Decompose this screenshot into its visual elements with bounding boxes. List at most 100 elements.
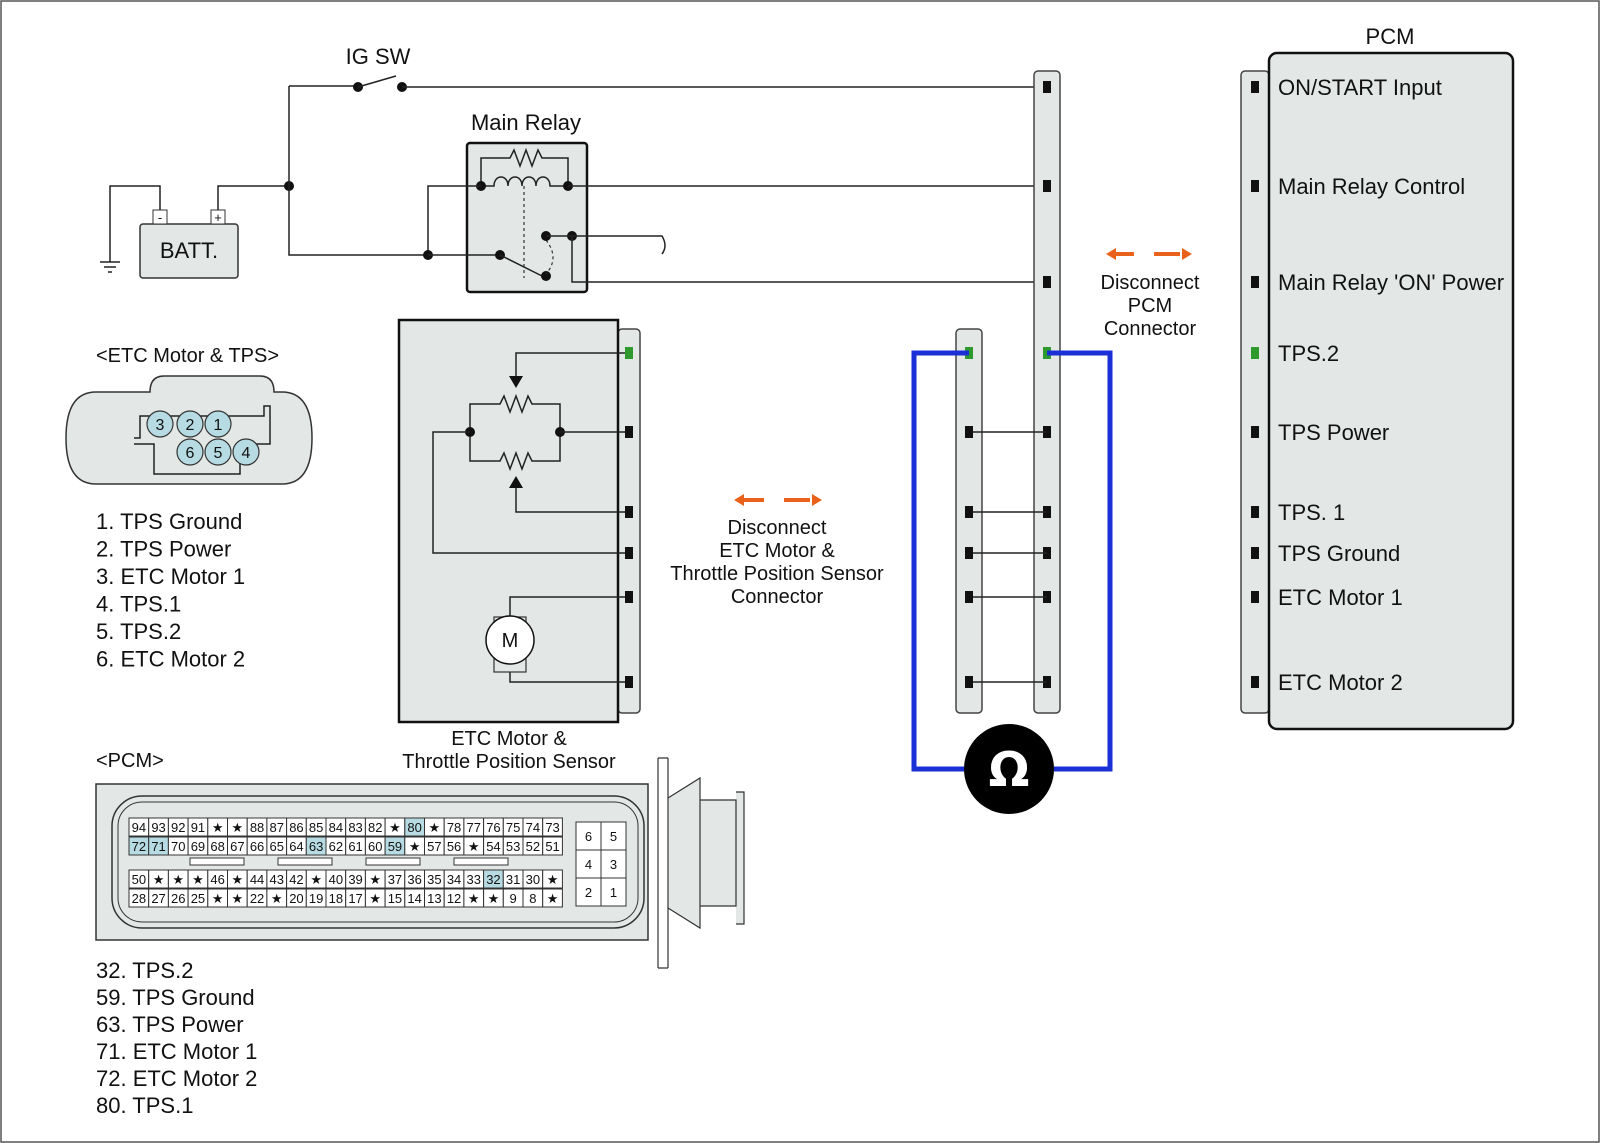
relay-coil-feed-wire <box>427 185 481 255</box>
ground-wire <box>109 185 161 262</box>
pcm-connector-pin <box>1251 506 1259 518</box>
pcm-connector-cell-label: 87 <box>270 820 284 835</box>
pcm-connector-cell-label: 65 <box>270 839 284 854</box>
relay-on-power-wire <box>571 236 1047 283</box>
pcm-pin-label: ETC Motor 2 <box>1278 670 1403 695</box>
pcm-small-block-label: 3 <box>610 857 617 872</box>
etc-harness-pin <box>965 591 973 603</box>
etc-unit-pin <box>625 547 633 559</box>
etc-connector-pin <box>176 438 204 466</box>
pcm-connector-cell-label: 40 <box>329 872 343 887</box>
etc-motor-tps-unit: M ETC Motor & Throttle Position Sensor <box>397 318 641 773</box>
pcm-small-block-label: 2 <box>585 885 592 900</box>
ig-switch-label: IG SW <box>346 44 411 69</box>
pcm-connector-cell <box>542 888 563 908</box>
pcm-connector-cell-label: ★ <box>547 872 559 887</box>
pcm-connector-side-profile <box>657 757 745 969</box>
pcm-connector-cell-label: 50 <box>132 872 146 887</box>
etc-motor1-wire <box>509 596 629 617</box>
disconnect-etc-annotation: Disconnect ETC Motor & Throttle Position… <box>670 494 884 608</box>
main-relay-label: Main Relay <box>471 110 581 135</box>
pcm-connector-legend-item: 63. TPS Power <box>96 1012 244 1037</box>
pcm-connector-cell-label: 62 <box>329 839 343 854</box>
pcm-connector-cell-label: 31 <box>506 872 520 887</box>
pcm-connector-cell-label: 13 <box>427 891 441 906</box>
pcm-pin-label: Main Relay Control <box>1278 174 1465 199</box>
pcm-connector-cell-label: 59 <box>388 839 402 854</box>
etc-harness-pin <box>965 426 973 438</box>
pcm-pin-label: TPS.2 <box>1278 341 1339 366</box>
pcm-connector-cell-label: 85 <box>309 820 323 835</box>
relay-output-wire <box>546 235 666 255</box>
relay-switch-blade <box>499 254 547 279</box>
pcm-pin-label: ON/START Input <box>1278 75 1442 100</box>
pcm-connector-cell-label: 93 <box>151 820 165 835</box>
main-relay: Main Relay <box>423 110 1047 294</box>
pcm-connector-cell-label: 22 <box>250 891 264 906</box>
disconnect-etc-line3: Throttle Position Sensor <box>670 563 884 585</box>
pcm-small-block-label: 4 <box>585 857 592 872</box>
pcm-connector-cell-label: 71 <box>151 839 165 854</box>
pcm-connector-cell-label: ★ <box>232 872 244 887</box>
pcm-connector-legend-item: 71. ETC Motor 1 <box>96 1039 257 1064</box>
pcm-connector-cell-label: 27 <box>151 891 165 906</box>
pcm-small-block-cell <box>600 849 627 879</box>
pcm-connector-cell-label: 64 <box>289 839 303 854</box>
pcm-connector-cell-label: 80 <box>407 820 421 835</box>
pcm-connector-cell-label: 44 <box>250 872 264 887</box>
pcm-connector-cell-label: 63 <box>309 839 323 854</box>
pcm-connector-cell-label: 56 <box>447 839 461 854</box>
pcm-connector-cell-label: 60 <box>368 839 382 854</box>
pcm-harness-strip <box>1033 70 1061 714</box>
pcm-connector-cell-label: 18 <box>329 891 343 906</box>
disconnect-etc-line2: ETC Motor & <box>719 540 835 562</box>
battery-circuit: BATT. - + IG SW <box>100 44 1047 279</box>
pcm-connector-inner-rim <box>117 801 639 923</box>
main-relay-box <box>465 141 589 294</box>
pcm-connector-cell-label: 17 <box>348 891 362 906</box>
relay-coil <box>481 176 568 187</box>
pcm-connector-cell-label: 37 <box>388 872 402 887</box>
etc-unit-connector-strip <box>617 328 641 714</box>
battery-negative-label: - <box>158 210 162 225</box>
etc-unit-pin <box>625 426 633 438</box>
orange-arrowhead-right <box>1182 248 1192 260</box>
etc-connector-key <box>134 405 271 475</box>
pcm-connector-cell-label: ★ <box>310 872 322 887</box>
pcm-connector-cell-label: 68 <box>210 839 224 854</box>
pcm-connector-cell-label: ★ <box>212 820 224 835</box>
etc-unit-title-line1: ETC Motor & <box>451 728 567 750</box>
etc-connector-legend-item: 6. ETC Motor 2 <box>96 647 245 672</box>
tps-resistor-upper <box>469 393 561 432</box>
pcm-connector-latch <box>453 857 509 866</box>
pcm-connector-cell-label: 20 <box>289 891 303 906</box>
pcm-connector-cell-label: ★ <box>369 872 381 887</box>
ig-switch-blade <box>357 75 397 88</box>
tps2-wiper-arrow <box>509 376 523 388</box>
etc-connector-legend-item: 4. TPS.1 <box>96 592 181 617</box>
pcm-connector-cell-label: 46 <box>210 872 224 887</box>
pcm-connector-legend-item: 32. TPS.2 <box>96 958 193 983</box>
etc-unit-pins <box>625 347 633 688</box>
etc-harness-pin <box>965 676 973 688</box>
pcm-connector-legend-item: 59. TPS Ground <box>96 985 255 1010</box>
pcm-connector-cell-label: 15 <box>388 891 402 906</box>
pcm-title: PCM <box>1366 24 1415 49</box>
pcm-connector-cell-label: ★ <box>212 891 224 906</box>
pcm-connector-pin <box>1251 676 1259 688</box>
pcm-harness-connector <box>1033 70 1061 714</box>
pcm-connector-cell-label: 12 <box>447 891 461 906</box>
pcm-connector-cell-label: 19 <box>309 891 323 906</box>
tps1-wiper-wire <box>515 488 629 513</box>
pcm-harness-pin <box>1043 81 1051 93</box>
pcm-harness-pin <box>1043 180 1051 192</box>
pcm-connector-cell-label: 42 <box>289 872 303 887</box>
etc-unit-pin <box>625 676 633 688</box>
battery-label: BATT. <box>160 238 218 263</box>
etc-harness-pin <box>965 547 973 559</box>
